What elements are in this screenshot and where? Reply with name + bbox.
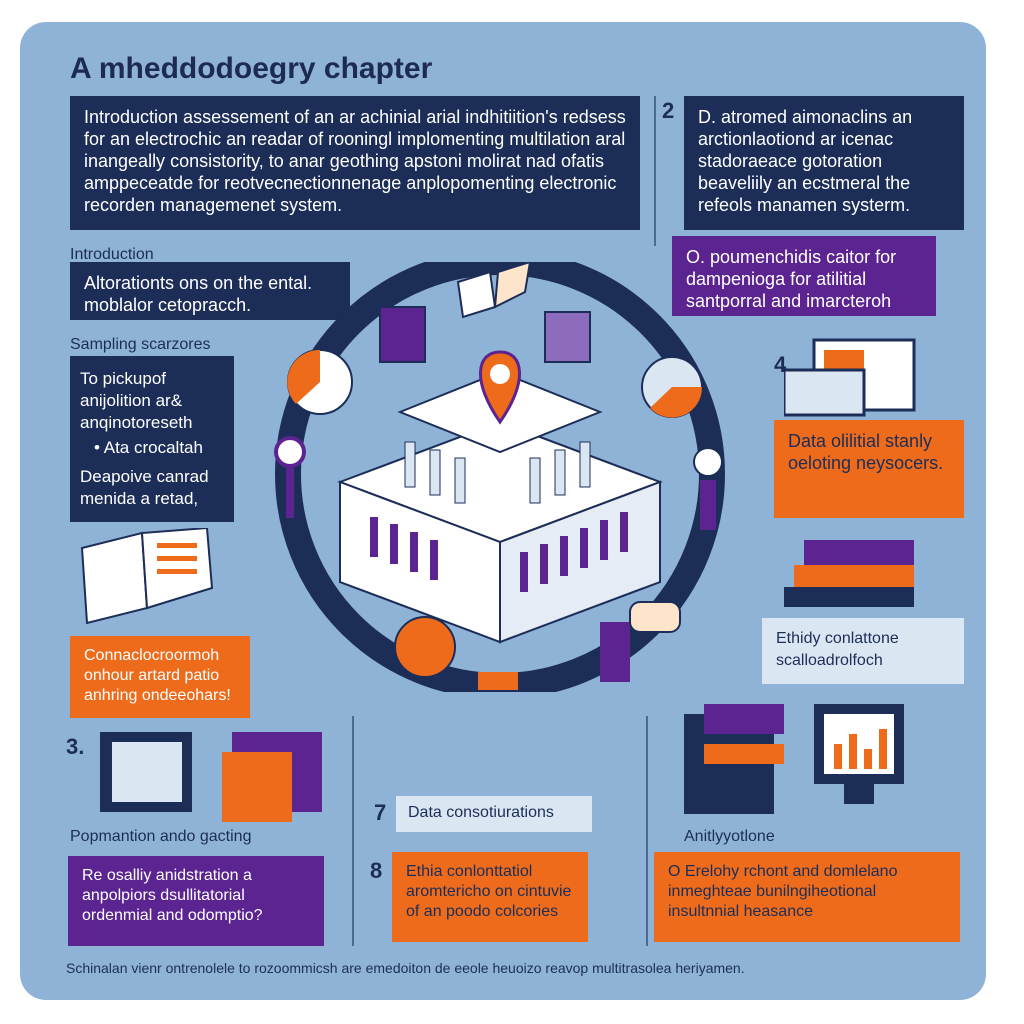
divider-top (654, 96, 656, 246)
step-2-box: D. atromed aimonaclins an arctionlaotion… (684, 96, 964, 230)
analysis-label: Anitlyyotlone (684, 828, 775, 845)
purple-right-box: O. poumenchidis caitor for dampenioga fo… (672, 236, 936, 316)
pie-chart-icon (287, 349, 703, 418)
footer-text: Schinalan vienr ontrenolele to rozoommic… (66, 960, 745, 976)
sampling-bullet-text: Ata crocaltah (103, 438, 203, 457)
page-title: A mheddodoegry chapter (70, 52, 433, 85)
monitor-chart-icon (394, 601, 681, 682)
books-stack-icon (784, 540, 914, 607)
divider-right (646, 716, 648, 946)
ethics-box-bottom: Ethia conlonttatiol aromtericho on cintu… (392, 852, 588, 942)
open-book-left (80, 528, 214, 625)
orange-box-left: Connaclocroormoh onhour artard patio anh… (70, 636, 250, 718)
analysis-box: O Erelohy rchont and domlelano inmeghtea… (654, 852, 960, 942)
step-number-8: 8 (370, 858, 383, 883)
population-box: Re osalliy anidstration a anpolpiors dsu… (68, 856, 324, 946)
central-illustration (274, 262, 725, 692)
person-icon (274, 436, 723, 530)
data-box-right: Data olilitial stanly oeloting neysocers… (774, 420, 964, 518)
population-label: Popmantion ando gacting (70, 828, 252, 845)
document-icon-right (784, 338, 916, 417)
divider-left (352, 716, 354, 946)
sampling-text-1: To pickupof anijolition ar& anqinotorese… (80, 369, 193, 432)
museum-building-icon (337, 370, 663, 644)
introduction-label: Introduction (70, 246, 154, 263)
location-pin-icon (479, 350, 521, 425)
sampling-label: Sampling scarzores (70, 336, 211, 353)
sampling-bullet: • Ata crocaltah (94, 438, 203, 457)
sampling-box: To pickupof anijolition ar& anqinotorese… (70, 356, 234, 522)
document-icon (379, 306, 591, 690)
intro-box: Introduction assessement of an ar achini… (70, 96, 640, 230)
filing-drawer-icon (100, 732, 322, 822)
introduction-box: Altorationts ons on the ental. moblalor … (70, 262, 350, 320)
step-number-3: 3. (66, 734, 85, 759)
step-number-2: 2 (662, 98, 675, 123)
monitor-chart-right (684, 704, 904, 814)
open-book-icon (456, 262, 532, 319)
data-cons-label: Data consotiurations (396, 796, 592, 832)
step-number-7: 7 (374, 800, 387, 825)
sampling-text-2: Deapoive canrad menida a retad, (80, 467, 209, 508)
ethics-box-right: Ethidy conlattone scalloadrolfoch (762, 618, 964, 684)
